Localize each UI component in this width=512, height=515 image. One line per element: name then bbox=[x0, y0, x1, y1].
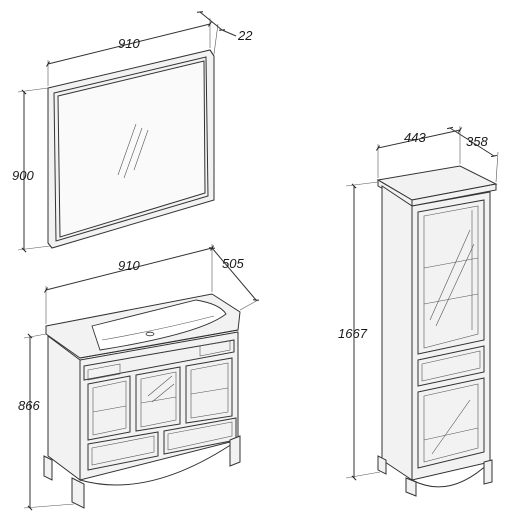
vanity-leg bbox=[43, 455, 53, 481]
mirror-glass bbox=[57, 60, 206, 238]
vanity-depth-label: 505 bbox=[222, 256, 244, 271]
vanity-side-panel bbox=[47, 335, 81, 481]
mirror-depth-label: 22 bbox=[237, 28, 253, 43]
vanity-door-left bbox=[87, 375, 131, 441]
mirror-height-label: 900 bbox=[12, 168, 34, 183]
cabinet-leg bbox=[405, 477, 417, 497]
vanity-leg bbox=[229, 435, 241, 467]
vanity bbox=[23, 244, 260, 511]
cabinet-drawer bbox=[417, 345, 485, 387]
vanity-width-label: 910 bbox=[118, 258, 140, 273]
mirror-width-label: 910 bbox=[118, 36, 140, 51]
vanity-height-label: 866 bbox=[18, 398, 40, 413]
vanity-leg bbox=[71, 477, 85, 509]
cabinet-height-label: 1667 bbox=[338, 326, 368, 341]
cabinet-width-label: 443 bbox=[404, 130, 426, 145]
cabinet-side-panel bbox=[381, 185, 413, 481]
vanity-door-right bbox=[185, 357, 233, 424]
cabinet-lower-door bbox=[417, 377, 485, 469]
tall-cabinet bbox=[345, 126, 499, 497]
cabinet-leg bbox=[483, 459, 493, 485]
drain-icon bbox=[145, 331, 155, 337]
mirror bbox=[17, 11, 237, 253]
vanity-drawer-left bbox=[87, 431, 159, 471]
mirror-frame-inner bbox=[53, 56, 209, 242]
cabinet-upper-door bbox=[417, 199, 485, 355]
cabinet-depth-label: 358 bbox=[466, 134, 488, 149]
vanity-basin bbox=[91, 299, 227, 351]
cabinet-leg bbox=[377, 455, 387, 475]
vanity-door-center bbox=[135, 366, 181, 432]
